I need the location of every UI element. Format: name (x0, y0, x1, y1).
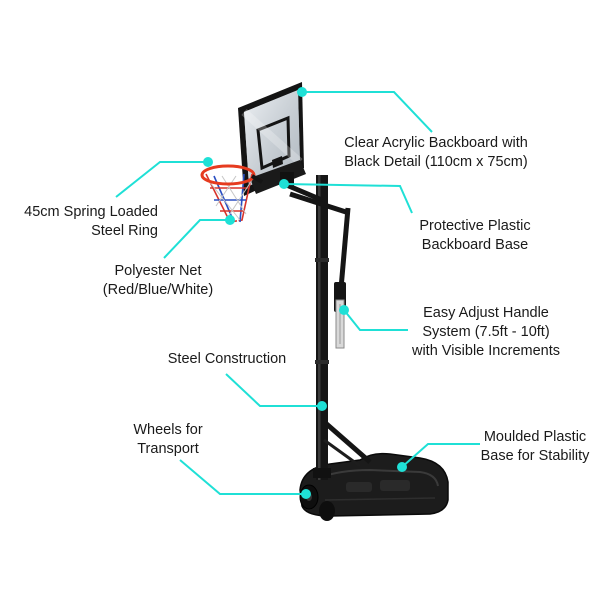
callout-dot-base-plate (279, 179, 289, 189)
label-wheels-line-1: Wheels for (133, 422, 203, 438)
callout-line-moulded (401, 443, 480, 468)
label-ring-line-2: Steel Ring (91, 223, 158, 239)
callout-dot-handle (339, 305, 349, 315)
label-handle: Easy Adjust Handle System (7.5ft - 10ft)… (396, 304, 576, 361)
label-base-plate-line-1: Protective Plastic (419, 218, 531, 234)
support-struts (320, 418, 372, 468)
label-handle-line-3: with Visible Increments (411, 343, 561, 359)
label-ring: 45cm Spring Loaded Steel Ring (0, 203, 158, 241)
callout-line-backboard (302, 91, 433, 133)
label-backboard-line-2: Black Detail (110cm x 75cm) (344, 154, 528, 170)
rim-and-net (200, 164, 264, 223)
callout-dot-moulded (397, 462, 407, 472)
label-wheels-line-2: Transport (137, 441, 199, 457)
moulded-plastic-base (299, 452, 449, 517)
label-moulded-line-1: Moulded Plastic (483, 429, 587, 445)
label-base-plate-line-2: Backboard Base (421, 237, 529, 253)
callout-line-steel (225, 373, 322, 407)
label-handle-line-2: System (7.5ft - 10ft) (422, 324, 550, 340)
callout-dot-steel (317, 401, 327, 411)
label-steel-line-1: Steel Construction (167, 351, 287, 367)
callout-line-wheels (179, 459, 306, 495)
callout-dot-wheels (301, 489, 311, 499)
label-moulded-line-2: Base for Stability (480, 448, 590, 464)
adjustment-arms (283, 178, 351, 349)
label-base-plate: Protective Plastic Backboard Base (400, 217, 550, 255)
callout-dot-net (225, 215, 235, 225)
steel-pole (313, 175, 331, 480)
label-net: Polyester Net (Red/Blue/White) (78, 262, 238, 300)
callout-line-net (163, 219, 230, 259)
label-net-line-1: Polyester Net (114, 263, 202, 279)
callout-dot-backboard (297, 87, 307, 97)
label-steel: Steel Construction (152, 350, 302, 369)
callout-lines (115, 91, 480, 495)
label-net-line-2: (Red/Blue/White) (102, 282, 214, 298)
label-ring-line-1: 45cm Spring Loaded (24, 204, 158, 220)
callout-line-handle (343, 309, 408, 331)
label-wheels: Wheels for Transport (108, 421, 228, 459)
callout-line-base-plate (283, 183, 413, 214)
callout-dot-ring (203, 157, 213, 167)
label-handle-line-1: Easy Adjust Handle (423, 305, 549, 321)
label-backboard-line-1: Clear Acrylic Backboard with (344, 135, 528, 151)
callout-line-ring (115, 161, 208, 198)
callout-dots (203, 87, 407, 499)
label-backboard: Clear Acrylic Backboard with Black Detai… (326, 134, 546, 172)
label-moulded: Moulded Plastic Base for Stability (470, 428, 600, 466)
